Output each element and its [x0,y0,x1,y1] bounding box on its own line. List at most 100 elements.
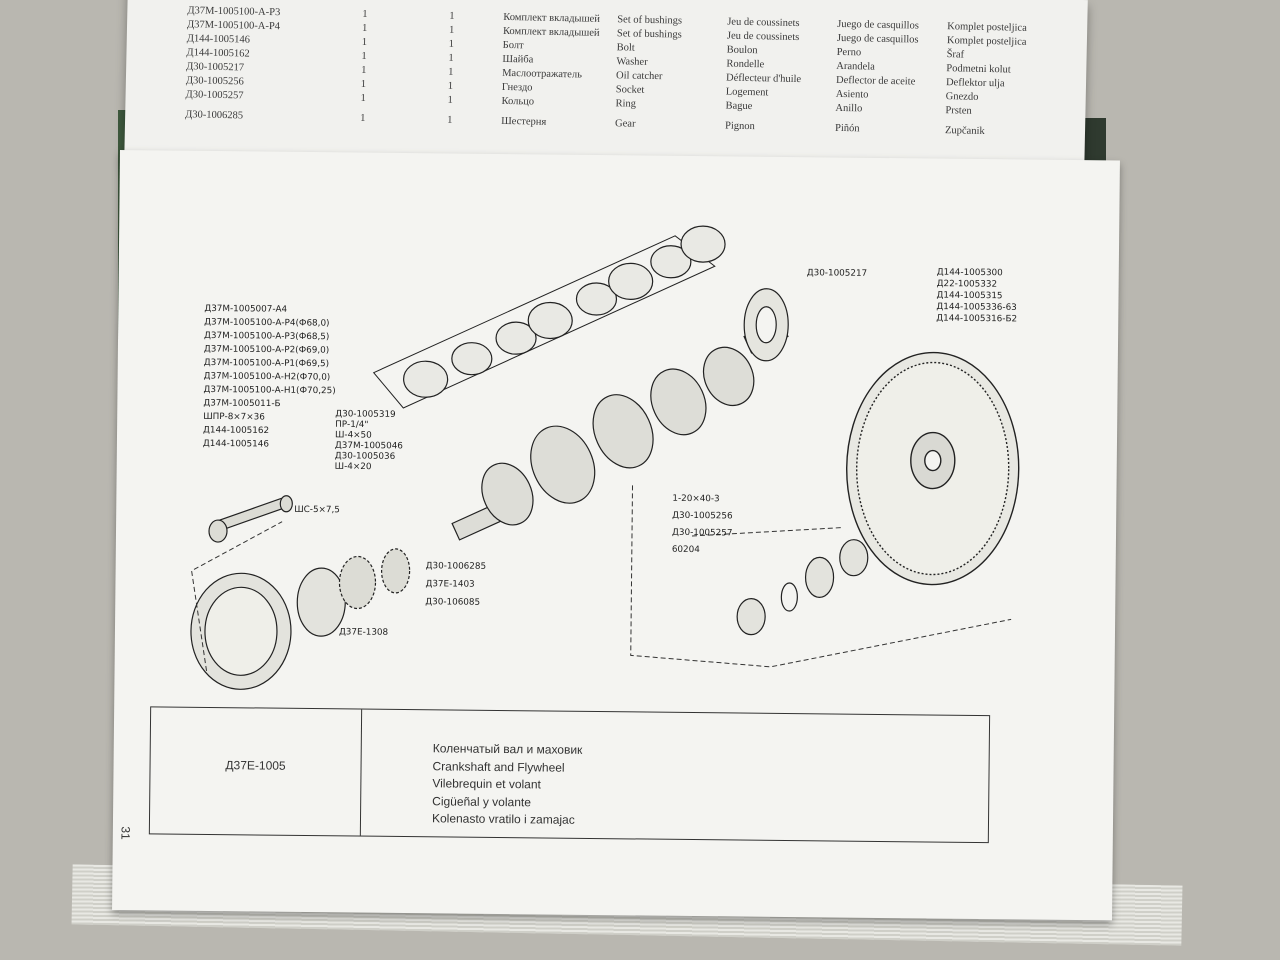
parts-cell-es: Deflector de aceite [835,74,916,88]
parts-cell-fr: Pignon [724,120,755,133]
part-label: Д30-106085 [425,597,480,608]
parts-cell-q1: 1 [362,8,368,21]
parts-cell-q2: 1 [448,24,455,36]
parts-cell-en: Set of bushings [617,14,683,27]
parts-cell-sr: Komplet posteljica [946,35,1027,48]
parts-cell-es: Anillo [835,102,863,115]
parts-cell-code: Д30-1006285 [185,109,244,122]
parts-cell-q2: 1 [448,52,454,64]
parts-cell-fr: Rondelle [726,58,765,71]
assembly-code: Д37Е-1005 [225,758,286,773]
assembly-titles: Коленчатый вал и маховик Crankshaft and … [432,740,583,829]
parts-cell-en: Bolt [616,42,635,54]
part-label: Д37М-1005100-А-Р1(Ф69,5) [204,358,329,369]
parts-cell-q2: 1 [447,80,454,92]
part-label: ШС-5×7,5 [294,505,340,515]
part-label: Д37М-1005100-А-Р2(Ф69,0) [204,344,329,355]
parts-cell-code: Д37М-1005100-А-Р3 [187,5,281,19]
part-label: Д37М-1005100-А-Н1(Ф70,25) [203,385,335,396]
part-label: 1-20×40-3 [672,494,719,504]
title-en: Crankshaft and Flywheel [432,758,565,775]
part-label: Д37Е-1308 [339,627,388,638]
parts-cell-fr: Déflecteur d'huile [725,72,802,86]
parts-cell-ru: Комплект вкладышей [502,25,600,39]
assembly-lines [191,485,1012,672]
parts-cell-en: Washer [616,56,648,68]
bearing-shells [372,225,726,409]
parts-cell-fr: Jeu de coussinets [727,16,800,30]
parts-cell-code: Д30-1005257 [185,89,244,102]
caption-table: Д37Е-1005 Коленчатый вал и маховик Crank… [148,706,991,844]
part-label: Д37Е-1403 [425,579,474,590]
part-label: Д30-1005257 [672,528,733,539]
part-label: Д144-1005336-63 [936,302,1016,313]
part-label: Д30-1005036 [335,451,396,462]
parts-cell-code: Д37М-1005100-А-Р4 [186,19,281,33]
parts-cell-sr: Komplet posteljica [947,21,1027,34]
parts-cell-ru: Маслоотражатель [502,67,583,81]
parts-cell-code: Д30-1005256 [185,75,244,88]
parts-cell-ru: Кольцо [501,95,535,108]
pulley-and-gears [190,548,411,690]
parts-cell-ru: Шайба [502,53,534,66]
parts-cell-sr: Zupčanik [944,125,985,137]
crankshaft [451,319,789,541]
part-label: 60204 [672,545,700,555]
flywheel [846,351,1020,586]
parts-cell-q2: 1 [449,10,455,22]
parts-cell-sr: Gnezdo [945,91,979,103]
page-number: 31 [118,826,133,840]
parts-cell-en: Oil catcher [615,70,663,83]
parts-cell-sr: Podmetni kolut [946,63,1011,76]
parts-cell-en: Set of bushings [616,28,682,41]
part-label: Д144-1005315 [936,291,1002,302]
parts-cell-q2: 1 [448,66,454,78]
part-label: Д30-1005256 [672,511,733,522]
parts-cell-code: Д144-1005162 [186,47,250,60]
title-sr: Kolenasto vratilo i zamajac [431,811,575,827]
parts-cell-es: Asiento [835,88,869,101]
parts-cell-q1: 1 [361,50,367,63]
part-label: Д30-1005217 [807,268,868,279]
part-label: Д144-1005162 [203,425,269,436]
crankshaft-exploded-diagram: Д37М-1005007-А4Д37М-1005100-А-Р4(Ф68,0)Д… [190,225,1020,690]
part-label: Д144-1005316-Б2 [936,314,1017,325]
parts-cell-ru: Гнездо [501,81,533,94]
part-label: Д37М-1005100-А-Н2(Ф70,0) [204,371,331,382]
parts-cell-ru: Шестерня [501,115,547,128]
title-es: Cigüeñal y volante [432,793,532,809]
part-label: Д37М-1005100-А-Р3(Ф68,5) [204,331,329,342]
title-ru: Коленчатый вал и маховик [432,741,583,757]
parts-cell-es: Piñón [834,122,860,135]
parts-cell-fr: Boulon [726,44,758,57]
parts-cell-ru: Комплект вкладышей [503,11,600,25]
diagram-labels: Д37М-1005007-А4Д37М-1005100-А-Р4(Ф68,0)Д… [203,268,1017,638]
parts-cell-code: Д144-1005146 [186,33,251,46]
part-label: ПР-1/4" [335,420,368,430]
parts-cell-q1: 1 [360,78,367,91]
parts-cell-q2: 1 [448,38,455,50]
parts-cell-sr: Prsten [945,105,972,117]
parts-cell-code: Д30-1005217 [186,61,245,74]
parts-cell-es: Juego de casquillos [837,18,919,32]
part-label: Д30-1005319 [335,409,396,420]
parts-cell-fr: Jeu de coussinets [726,30,800,44]
part-label: Ш-4×50 [335,430,372,440]
parts-cell-q2: 1 [447,94,453,106]
parts-cell-sr: Šraf [946,49,965,61]
parts-cell-q1: 1 [361,22,368,35]
parts-cell-q1: 1 [361,64,367,77]
parts-cell-es: Arandela [836,60,875,73]
parts-cell-en: Ring [615,98,637,110]
parts-cell-en: Socket [615,84,645,96]
title-fr: Vilebrequin et volant [432,776,541,792]
parts-cell-fr: Bague [725,100,753,113]
parts-cell-ru: Болт [502,39,524,52]
part-label: Д144-1005146 [203,439,270,450]
part-label: Д37М-1005046 [335,441,404,452]
parts-cell-q1: 1 [360,112,366,125]
parts-cell-sr: Deflektor ulja [945,77,1005,90]
parts-cell-en: Gear [614,118,636,130]
